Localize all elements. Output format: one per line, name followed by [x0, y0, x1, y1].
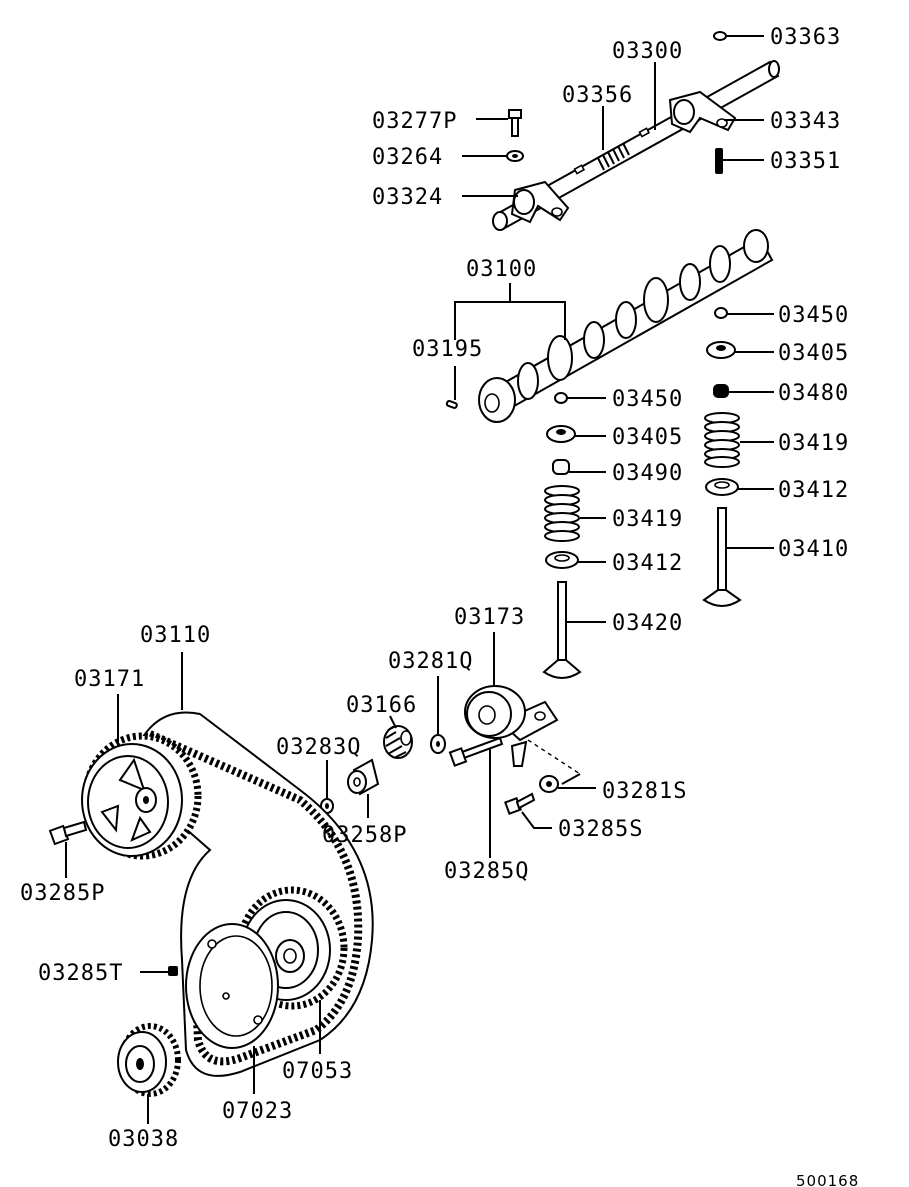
- label-03281Q: 03281Q: [388, 649, 473, 674]
- label-03166: 03166: [346, 693, 417, 718]
- part-03277P-bolt: [476, 109, 522, 137]
- part-03351-screw: [715, 148, 764, 174]
- part-03038-pulley: [117, 1023, 181, 1124]
- label-03264: 03264: [372, 145, 443, 170]
- label-03480: 03480: [778, 381, 849, 406]
- part-03195-pin: [445, 366, 458, 409]
- part-03264-washer: [462, 150, 524, 162]
- label-03419-left: 03419: [612, 507, 683, 532]
- label-03258P: 03258P: [322, 823, 407, 848]
- label-03110: 03110: [140, 623, 211, 648]
- camshaft: [478, 229, 774, 423]
- label-03420: 03420: [612, 611, 683, 636]
- valve-left: [542, 581, 582, 679]
- shaft-spring: [597, 142, 630, 171]
- label-03324: 03324: [372, 185, 443, 210]
- label-03450-left: 03450: [612, 387, 683, 412]
- part-07023-plate: [185, 923, 279, 1094]
- part-03285P-bolt: [48, 820, 88, 878]
- label-03356: 03356: [562, 83, 633, 108]
- label-03419-right: 03419: [778, 431, 849, 456]
- label-03405-right: 03405: [778, 341, 849, 366]
- label-07053: 07053: [282, 1059, 353, 1084]
- part-03258P-bushing: [347, 758, 380, 818]
- label-03490: 03490: [612, 461, 683, 486]
- part-03171-cam-sprocket: [81, 732, 202, 860]
- label-03195: 03195: [412, 337, 483, 362]
- part-labels: 03363 03300 03356 03343 03277P 03264 033…: [20, 25, 859, 1187]
- label-07023: 07023: [222, 1099, 293, 1124]
- label-03173: 03173: [454, 605, 525, 630]
- rocker-shaft-assembly: [492, 60, 780, 231]
- valve-spring-right: [704, 412, 740, 468]
- label-03285S: 03285S: [558, 817, 643, 842]
- label-03285P: 03285P: [20, 881, 105, 906]
- part-03281S-washer: [527, 739, 596, 793]
- label-03412-right: 03412: [778, 478, 849, 503]
- label-03277P: 03277P: [372, 109, 457, 134]
- label-03405-left: 03405: [612, 425, 683, 450]
- camshaft-bracket: [454, 283, 566, 340]
- label-03285Q: 03285Q: [444, 859, 529, 884]
- valve-train-left: [542, 392, 606, 679]
- label-03171: 03171: [74, 667, 145, 692]
- label-03100: 03100: [466, 257, 537, 282]
- valve-right: [702, 507, 742, 607]
- label-03300: 03300: [612, 39, 683, 64]
- valve-spring-left: [544, 485, 580, 542]
- part-03363-nut: [713, 31, 764, 41]
- part-03281Q-washer: [430, 676, 446, 754]
- label-03343: 03343: [770, 109, 841, 134]
- label-03450-right: 03450: [778, 303, 849, 328]
- label-03351: 03351: [770, 149, 841, 174]
- label-03412-left: 03412: [612, 551, 683, 576]
- valve-train-right: [702, 307, 774, 607]
- part-03283Q-nut: [320, 760, 334, 814]
- part-03285S-bolt: [504, 792, 552, 829]
- rocker-arm-right: [668, 90, 737, 134]
- label-03285T: 03285T: [38, 961, 123, 986]
- label-03410: 03410: [778, 537, 849, 562]
- part-03166-bearing: [383, 715, 413, 759]
- diagram-reference-number: 500168: [796, 1172, 859, 1187]
- part-03285Q-bolt: [448, 736, 504, 858]
- tensioner-assembly: [464, 685, 559, 767]
- rocker-arm-left: [492, 180, 570, 231]
- part-03285T-bolt: [140, 966, 178, 976]
- label-03363: 03363: [770, 25, 841, 50]
- label-03283Q: 03283Q: [276, 735, 361, 760]
- label-03281S: 03281S: [602, 779, 687, 804]
- label-03038: 03038: [108, 1127, 179, 1152]
